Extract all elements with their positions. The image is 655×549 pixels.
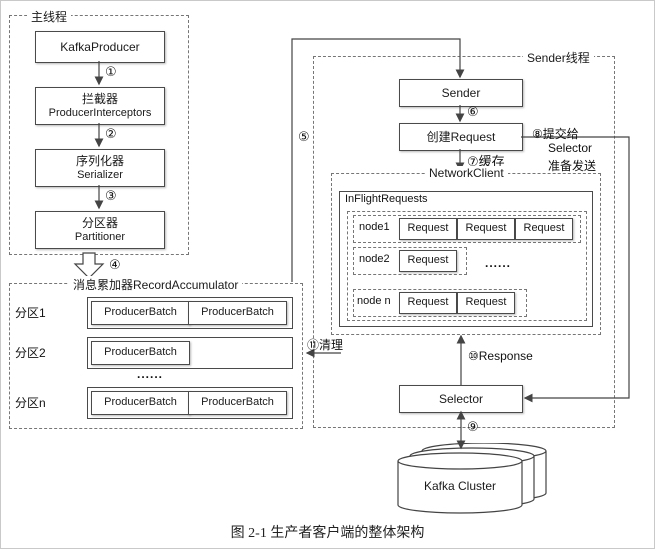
kafka-producer-label: KafkaProducer: [60, 39, 140, 54]
producer-batch-label: ProducerBatch: [104, 306, 177, 319]
producer-batch-box: ProducerBatch: [188, 391, 287, 415]
node2-label: node2: [359, 253, 390, 265]
request-box: Request: [457, 218, 515, 240]
producer-batch-box: ProducerBatch: [91, 301, 190, 325]
request-box: Request: [399, 218, 457, 240]
inflight-requests-title: InFlightRequests: [345, 193, 428, 205]
request-label: Request: [407, 222, 449, 235]
main-thread-title: 主线程: [27, 8, 72, 25]
partition-1-label: 分区1: [15, 306, 46, 320]
request-box: Request: [399, 250, 457, 272]
cylinder-front-top: [397, 452, 523, 470]
request-box: Request: [515, 218, 573, 240]
selector-box: Selector: [399, 385, 523, 413]
interceptors-box: 拦截器 ProducerInterceptors: [35, 87, 165, 125]
node1-label: node1: [359, 221, 390, 233]
serializer-label-en: Serializer: [77, 168, 123, 181]
record-accumulator-title: 消息累加器RecordAccumulator: [69, 276, 243, 293]
step-5-label: ⑤: [298, 129, 310, 144]
interceptors-label-en: ProducerInterceptors: [48, 106, 152, 119]
serializer-label-cn: 序列化器: [75, 153, 124, 168]
sender-box: Sender: [399, 79, 523, 107]
step-3-label: ③: [105, 188, 117, 203]
step-10-label: ⑩Response: [468, 349, 533, 363]
selector-label: Selector: [438, 391, 484, 406]
step-8-label-line1: ⑧提交给: [532, 127, 579, 141]
partitioner-label-en: Partitioner: [74, 230, 126, 243]
network-client-title: NetworkClient: [425, 166, 508, 180]
step-4-label: ④: [109, 257, 121, 272]
producer-batch-label: ProducerBatch: [104, 396, 177, 409]
request-label: Request: [407, 254, 449, 267]
step-11-label: ⑪清理: [307, 338, 344, 352]
step-8-label-line3: 准备发送: [548, 159, 597, 173]
partitioner-label-cn: 分区器: [81, 215, 118, 230]
producer-batch-box: ProducerBatch: [91, 391, 190, 415]
request-label: Request: [465, 222, 507, 235]
step-2-label: ②: [105, 126, 117, 141]
partition-n-label: 分区n: [15, 396, 46, 410]
request-box: Request: [399, 292, 457, 314]
step-1-label: ①: [105, 64, 117, 79]
request-label: Request: [523, 222, 565, 235]
node-n-label: node n: [357, 295, 391, 307]
producer-batch-label: ProducerBatch: [104, 346, 177, 359]
kafka-cluster-label: Kafka Cluster: [424, 479, 496, 493]
step-9-label: ⑨: [467, 419, 479, 434]
figure-caption: 图 2-1 生产者客户端的整体架构: [230, 526, 425, 541]
accumulator-ellipsis: ......: [137, 367, 164, 381]
partition-2-label: 分区2: [15, 346, 46, 360]
sender-label: Sender: [441, 85, 481, 100]
cylinder-front: [397, 461, 523, 514]
producer-batch-box: ProducerBatch: [188, 301, 287, 325]
serializer-box: 序列化器 Serializer: [35, 149, 165, 187]
kafka-producer-box: KafkaProducer: [35, 31, 165, 63]
step-7-label: ⑦缓存: [467, 154, 505, 169]
producer-batch-box: ProducerBatch: [91, 341, 190, 365]
producer-batch-label: ProducerBatch: [201, 306, 274, 319]
step-6-label: ⑥: [467, 104, 479, 119]
inflight-ellipsis: ......: [485, 256, 512, 270]
producer-batch-label: ProducerBatch: [201, 396, 274, 409]
block-arrow-step4: [73, 252, 105, 279]
request-label: Request: [407, 296, 449, 309]
kafka-cluster-icon: Kafka Cluster: [397, 443, 547, 514]
interceptors-label-cn: 拦截器: [81, 91, 118, 106]
create-request-label: 创建Request: [426, 129, 496, 144]
partitioner-box: 分区器 Partitioner: [35, 211, 165, 249]
create-request-box: 创建Request: [399, 123, 523, 151]
request-label: Request: [465, 296, 507, 309]
sender-thread-title: Sender线程: [523, 49, 594, 66]
step-8-label-line2: Selector: [548, 141, 593, 155]
request-box: Request: [457, 292, 515, 314]
